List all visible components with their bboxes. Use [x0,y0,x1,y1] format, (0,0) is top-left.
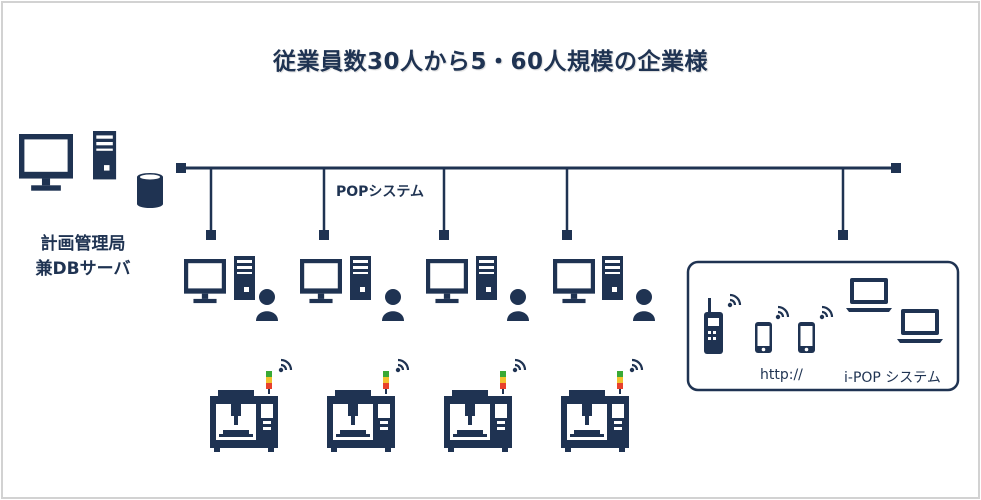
bus-end-left [176,163,186,173]
cordless-phone-icon [704,298,723,354]
signal-tower-icon [500,371,506,394]
machine-tool-icon [561,390,629,452]
drop-lines [206,168,848,240]
wifi-icon [277,358,293,374]
signal-tower-icon [617,371,623,394]
workstation-1 [184,256,278,321]
database-icon [137,173,163,208]
workstation-2 [300,256,404,321]
server-label-line1: 計画管理局 [40,234,126,254]
signal-tower-icon [266,371,272,394]
wifi-icon [394,358,410,374]
workstation-3 [426,256,529,321]
desktop-computer-icon [19,134,73,191]
machine-1 [210,358,293,452]
desktop-computer-icon [553,259,595,304]
machine-tool-icon [327,390,395,452]
machine-tool-icon [210,390,278,452]
desktop-computer-icon [300,259,342,304]
tower-case-icon [234,256,255,300]
signal-tower-icon [383,371,389,394]
server-label: 計画管理局 兼DBサーバ [18,232,148,282]
user-icon [382,289,404,321]
server-group [19,131,163,208]
machine-3 [444,358,527,452]
mobile-devices-box [686,260,960,392]
user-icon [507,289,529,321]
desktop-computer-icon [426,259,468,304]
http-label: http:// [760,367,803,383]
tower-case-icon [602,256,623,300]
wifi-icon [628,358,644,374]
server-label-line2: 兼DBサーバ [35,259,131,279]
page-title: 従業員数30人から5・60人規模の企業様 [272,49,709,75]
network-bus [176,163,901,173]
user-icon [256,289,278,321]
pop-system-label: POPシステム [336,184,425,200]
user-icon [633,289,655,321]
machine-2 [327,358,410,452]
machine-4 [561,358,644,452]
workstation-4 [553,256,655,321]
smartphone-icon [755,322,772,353]
machine-tool-icon [444,390,512,452]
ipop-system-label: i-POP システム [844,370,941,386]
tower-case-icon [476,256,497,300]
bus-end-right [891,163,901,173]
smartphone-icon [798,322,815,353]
tower-case-icon [350,256,371,300]
wifi-icon [511,358,527,374]
tower-case-icon [93,131,117,180]
desktop-computer-icon [184,259,226,304]
